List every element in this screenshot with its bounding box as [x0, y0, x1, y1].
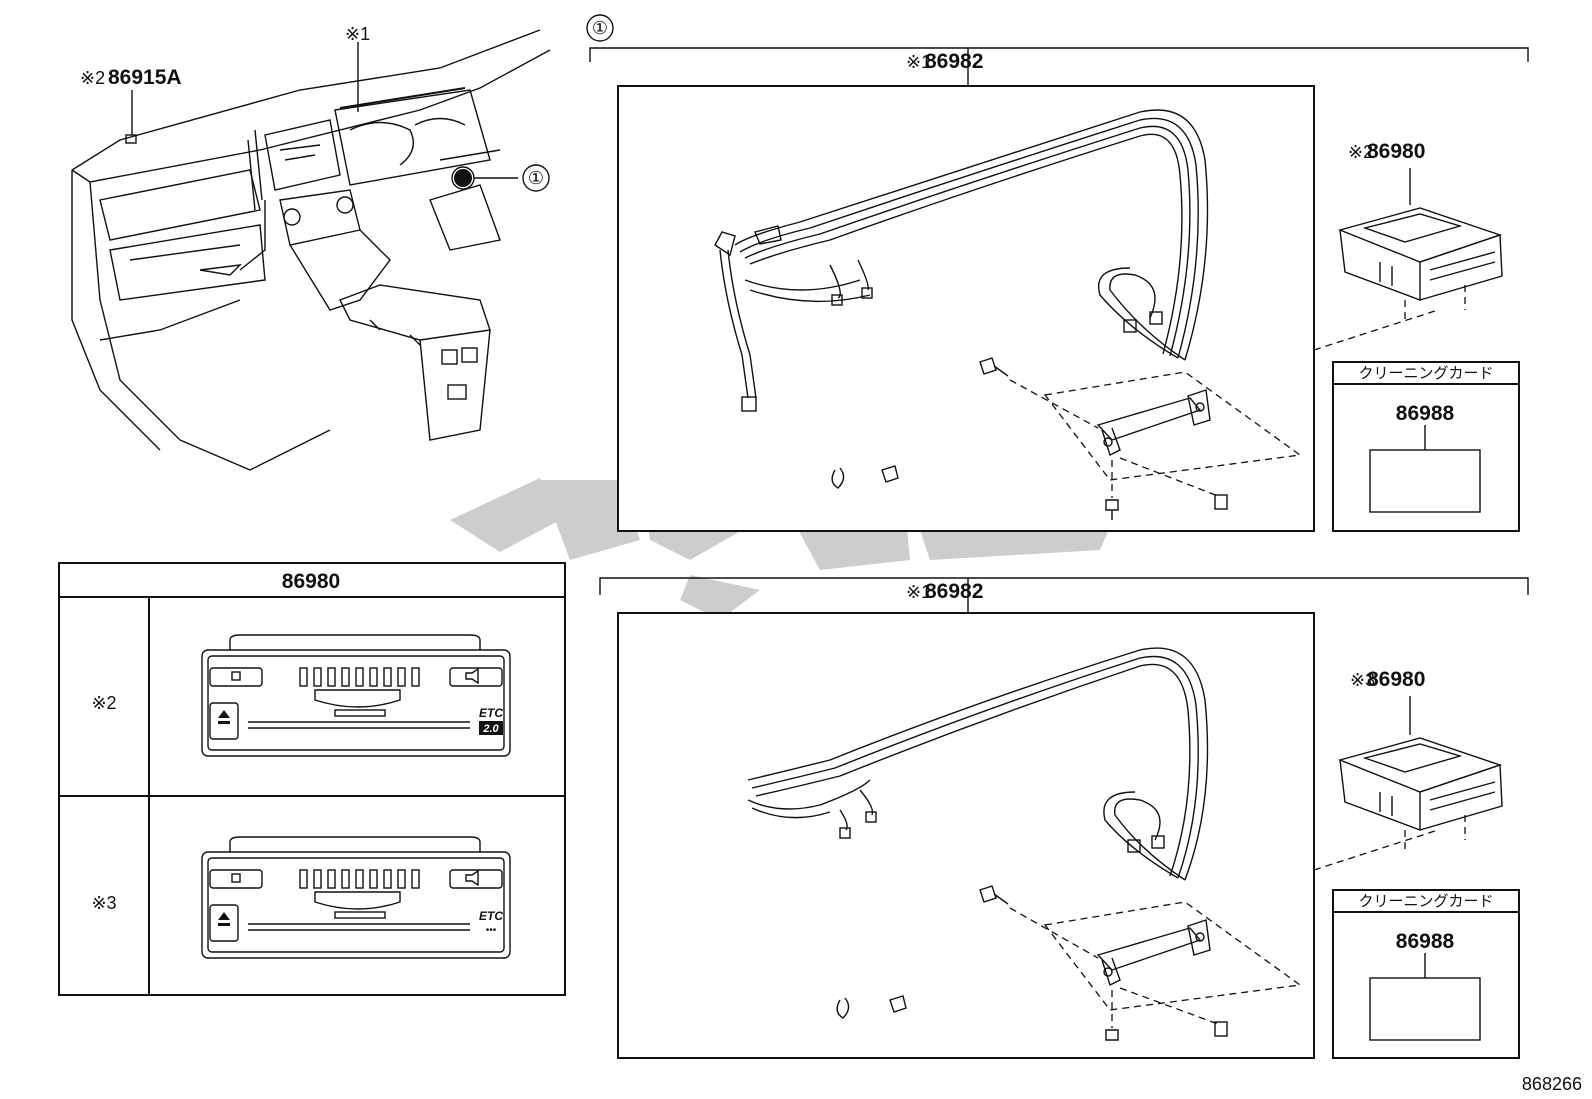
- part-86915A-label: 86915A: [108, 66, 182, 89]
- eject-icon: [209, 702, 239, 740]
- lower-cleaning-card-box: クリーニングカード 86988: [1332, 889, 1520, 1059]
- upper-harness-marker: ※1: [906, 52, 931, 72]
- group-bracket-upper: ①: [586, 14, 1529, 85]
- dashboard-ref-1: ※1: [345, 24, 370, 44]
- variant-row-1-marker: ※2: [91, 693, 116, 713]
- dashboard-callout-1: ①: [528, 168, 544, 188]
- lower-card-part: 86988: [1396, 930, 1455, 953]
- etc-badge-bottom-1: 2.0: [482, 723, 499, 735]
- lower-unit-marker: ※3: [1350, 670, 1375, 690]
- footer-code: 868266: [1522, 1074, 1582, 1094]
- lower-harness-marker: ※1: [906, 582, 931, 602]
- etc-badge-top-2: ETC: [479, 909, 503, 923]
- dashboard-ref-2: ※2: [80, 68, 105, 88]
- lower-etc-unit: [1337, 696, 1503, 850]
- upper-unit-part: 86980: [1367, 140, 1425, 163]
- group-callout-1: ①: [592, 18, 608, 38]
- indicator-leds-1: [299, 667, 420, 687]
- lower-card-header: クリーニングカード: [1358, 893, 1493, 910]
- lower-harness-part: 86982: [925, 580, 983, 603]
- lower-harness-panel: [617, 612, 1439, 1059]
- etc-unit-front-view-2: ETC •••: [201, 836, 511, 959]
- variant-table-header: 86980: [282, 570, 340, 593]
- upper-unit-marker: ※2: [1348, 142, 1373, 162]
- upper-card-header: クリーニングカード: [1358, 365, 1493, 382]
- lower-unit-part: 86980: [1367, 668, 1425, 691]
- eject-icon: [209, 904, 239, 942]
- variant-table: 86980 ※2: [58, 562, 566, 996]
- etc-badge-top-1: ETC: [479, 706, 503, 720]
- upper-harness-panel: [617, 85, 1439, 532]
- upper-card-part: 86988: [1396, 402, 1455, 425]
- etc-unit-front-view-1: ETC 2.0: [201, 634, 511, 757]
- indicator-leds-2: [299, 869, 420, 889]
- speaker-icon: [449, 667, 503, 687]
- dashboard-illustration: ① ※1 ※2 86915A: [71, 24, 551, 471]
- upper-etc-unit: [1337, 168, 1503, 320]
- etc-badge-bottom-2: •••: [486, 925, 497, 936]
- variant-row-2-marker: ※3: [91, 893, 116, 913]
- speaker-icon: [449, 869, 503, 889]
- upper-harness-part: 86982: [925, 50, 983, 73]
- upper-cleaning-card-box: クリーニングカード 86988: [1332, 361, 1520, 532]
- group-bracket-lower: [599, 577, 1529, 612]
